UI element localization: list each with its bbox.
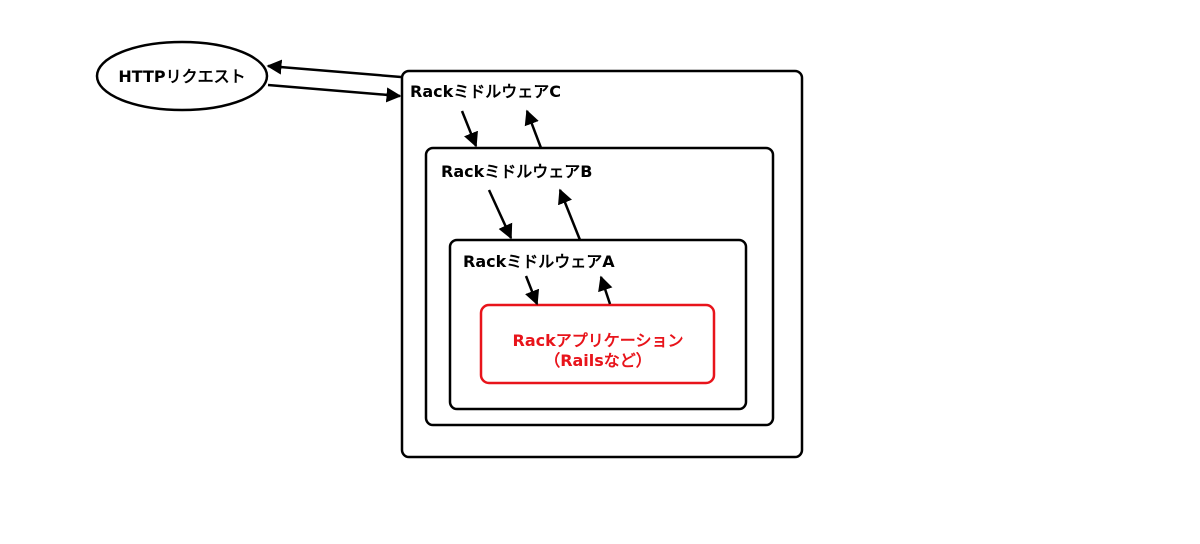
arrow-a-to-application	[524, 275, 540, 306]
arrow-c-to-b	[460, 110, 478, 148]
arrow-b-to-a	[487, 189, 513, 240]
http-request-node: HTTPリクエスト	[95, 40, 269, 112]
arrow-response-to-client	[266, 59, 402, 79]
middleware-a-label: RackミドルウェアA	[463, 252, 615, 271]
arrow-request-to-middleware-c	[267, 83, 402, 103]
rack-application-box	[479, 303, 716, 385]
http-request-label: HTTPリクエスト	[118, 67, 245, 86]
arrow-application-to-a	[598, 275, 613, 305]
rack-application-sublabel: （Railsなど）	[544, 351, 652, 370]
http-request-ellipse	[95, 40, 269, 112]
middleware-c-label: RackミドルウェアC	[410, 82, 561, 101]
rack-application-label: Rackアプリケーション	[513, 331, 684, 350]
arrow-b-to-c	[524, 109, 543, 149]
middleware-b-label: RackミドルウェアB	[441, 162, 592, 181]
arrow-a-to-b	[558, 188, 582, 241]
rack-application-node: Rackアプリケーション （Railsなど）	[479, 303, 716, 385]
